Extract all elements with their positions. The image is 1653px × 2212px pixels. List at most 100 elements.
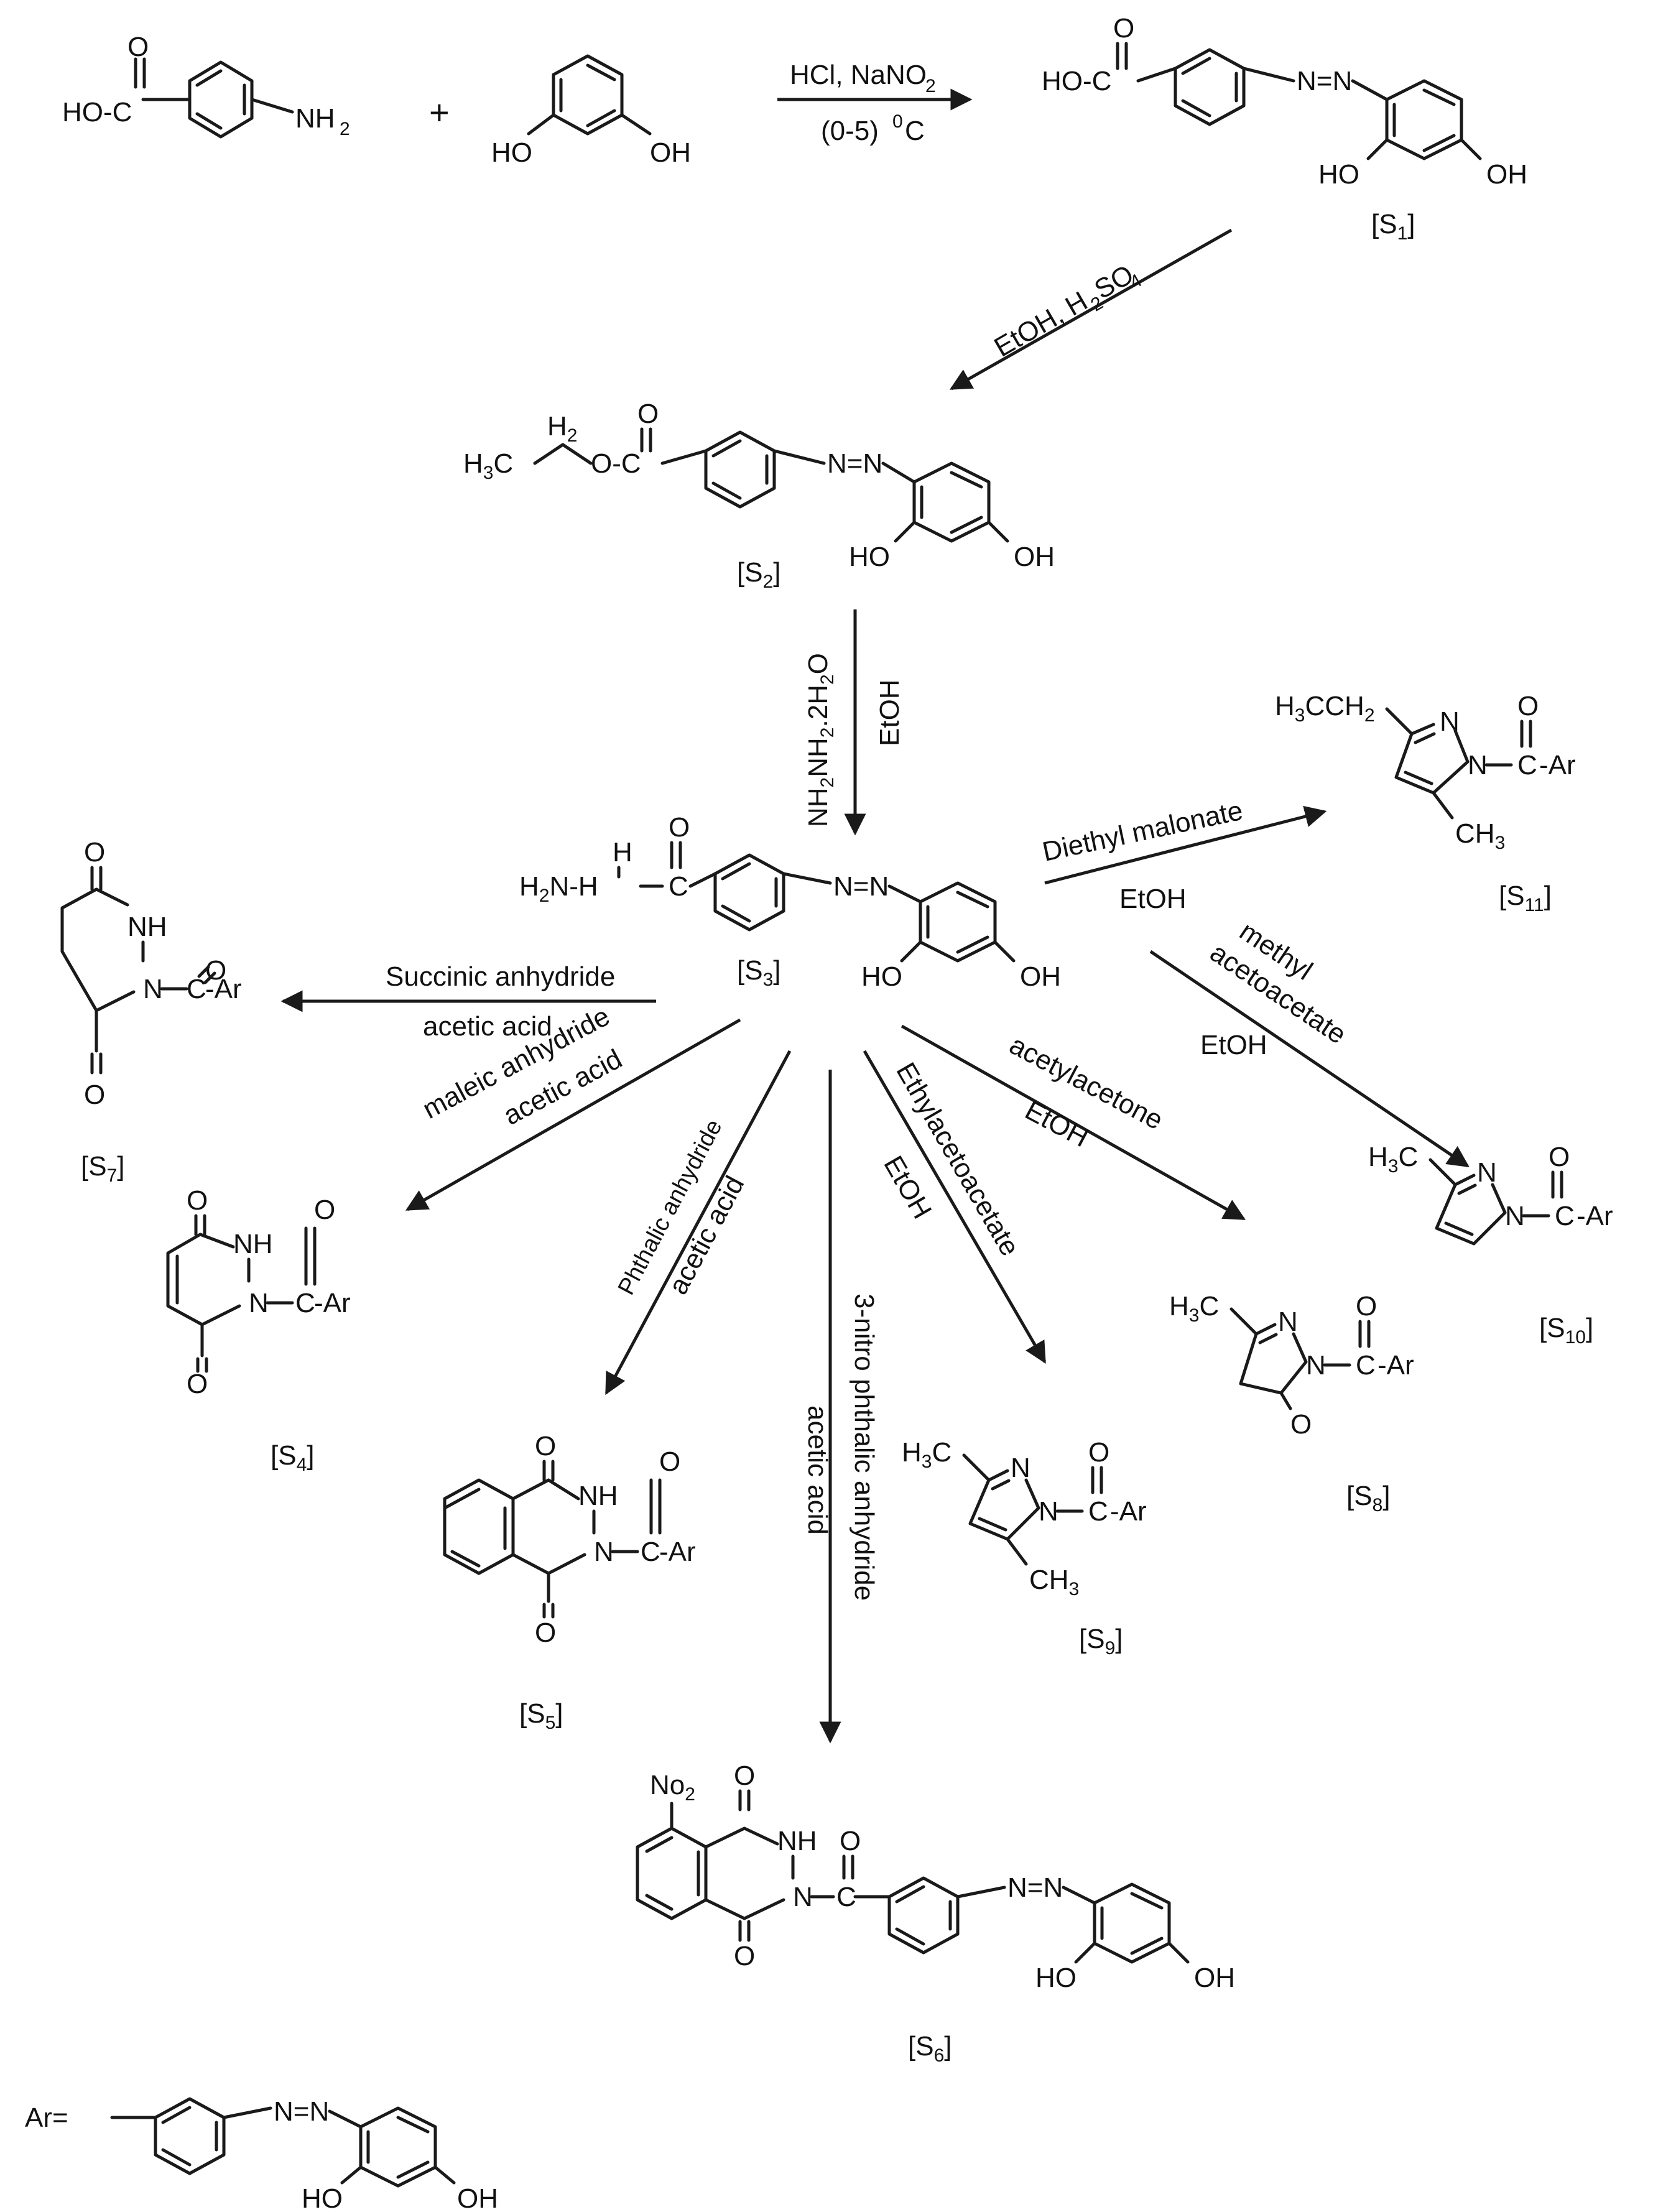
ar-definition: Ar= N=N HO OH	[25, 2096, 498, 2212]
s3-label: [S3]	[737, 955, 781, 990]
s3-etoh-group: EtOH	[874, 679, 905, 746]
ar-azo: N=N	[274, 2096, 329, 2127]
s2-h2: H2	[547, 411, 577, 446]
s6-acid-group: acetic acid	[802, 1405, 833, 1535]
s5-n: N	[594, 1537, 614, 1567]
s7-n: N	[143, 974, 163, 1004]
s1-reagent: HCl, NaNO	[790, 60, 927, 90]
s4-label: [S4]	[271, 1440, 315, 1475]
s3-etoh: EtOH	[874, 679, 905, 746]
s2-reagent: EtOH, H	[989, 285, 1093, 363]
s4-o-bottom: O	[187, 1369, 208, 1399]
compound-s3: H2N-H H C O N=N HO OH [S3]	[519, 812, 1061, 992]
s3-c: C	[669, 871, 688, 902]
ho-left: HO	[491, 137, 532, 168]
s2-carbonyl-o: O	[637, 399, 659, 429]
s10-n2: N	[1505, 1201, 1525, 1231]
s10-label: [S10]	[1539, 1313, 1593, 1348]
s6-azo: N=N	[1007, 1872, 1063, 1903]
amine-label: NH	[295, 103, 335, 134]
s3-h2n: H2N-H	[519, 871, 598, 906]
s1-oh: OH	[1486, 159, 1527, 190]
s1-temp: (0-5)	[821, 116, 879, 146]
s7-o-bottom: O	[84, 1080, 105, 1110]
s6-oh: OH	[1194, 1963, 1235, 1993]
s1-label: [S1]	[1371, 209, 1415, 244]
s7-reagent: Succinic anhydride	[386, 961, 615, 992]
s1-reagent-sub: 2	[925, 76, 936, 96]
arrow-to-s4	[405, 1018, 741, 1211]
arrow-to-s9	[863, 1050, 1047, 1364]
s10-ar: -Ar	[1577, 1201, 1613, 1231]
s1-deg: 0	[892, 111, 903, 132]
s9-n2: N	[1039, 1496, 1058, 1527]
oh-right: OH	[650, 137, 691, 168]
s6-no2: No2	[650, 1770, 695, 1805]
s9-conditions: Ethylacetoacetate	[890, 1058, 1025, 1261]
s6-c: C	[836, 1882, 856, 1912]
compound-s6: No2 O NH N O C O N=N HO OH [S6]	[636, 1761, 1235, 2066]
s11-ar: -Ar	[1539, 750, 1576, 780]
s6-o-bottom: O	[734, 1941, 755, 1971]
compound-s1: HO-C O N=N HO OH [S1]	[1042, 13, 1527, 244]
compound-s10: H3C N N C O -Ar [S10]	[1368, 1142, 1613, 1348]
s6-nh: NH	[777, 1826, 817, 1856]
compound-s11: H3CCH2 N N CH3 C O -Ar [S11]	[1275, 691, 1576, 915]
compound-s9: H3C N N CH3 C O -Ar [S9]	[902, 1437, 1147, 1659]
s9-ar: -Ar	[1110, 1496, 1147, 1527]
s8-etoh-group: EtOH	[1020, 1095, 1093, 1154]
s5-label: [S5]	[519, 1698, 563, 1733]
ar-ho: HO	[302, 2183, 343, 2212]
s6-acid: acetic acid	[802, 1405, 833, 1535]
arrow-to-s5	[604, 1050, 792, 1395]
s8-label: [S8]	[1346, 1481, 1391, 1516]
s7-nh: NH	[127, 912, 167, 942]
s9-label: [S9]	[1079, 1624, 1123, 1659]
s5-ar: -Ar	[659, 1537, 696, 1567]
compound-s7: O NH N O C O -Ar [S7]	[60, 837, 242, 1186]
compound-s2: H3C H2 O-C O N=N HO OH [S2]	[463, 399, 1055, 592]
s10-conditions: methyl acetoacetate	[1205, 916, 1351, 1050]
s7-ar: -Ar	[205, 974, 242, 1004]
s4-o-top: O	[187, 1185, 208, 1216]
s6-o: O	[840, 1826, 861, 1856]
s11-c: C	[1517, 750, 1537, 780]
compound-s5: O NH N O C O -Ar [S5]	[443, 1431, 696, 1733]
s9-o: O	[1088, 1437, 1109, 1468]
s9-h3c: H3C	[902, 1437, 952, 1472]
plus-sign: +	[429, 93, 450, 132]
s8-n2: N	[1306, 1350, 1326, 1381]
s3-azo: N=N	[833, 871, 889, 902]
s11-ethyl: H3CCH2	[1275, 691, 1375, 726]
s4-n: N	[249, 1288, 269, 1318]
s4-ar: -Ar	[314, 1288, 351, 1318]
s2-oh: OH	[1014, 542, 1055, 572]
s11-n2: N	[1468, 750, 1488, 780]
s10-n1: N	[1477, 1157, 1497, 1188]
s6-reagent: 3-nitro phthalic anhydride	[849, 1293, 879, 1601]
s10-etoh: EtOH	[1200, 1030, 1267, 1060]
s5-nh: NH	[578, 1481, 618, 1511]
s11-etoh: EtOH	[1119, 884, 1187, 914]
s4-nh: NH	[233, 1229, 273, 1259]
s7-label: [S7]	[81, 1151, 125, 1186]
s7-acid: acetic acid	[423, 1011, 552, 1042]
s7-c: C	[187, 974, 206, 1004]
s8-ar: -Ar	[1378, 1350, 1414, 1381]
s3-ho: HO	[861, 961, 902, 992]
s2-ho: HO	[849, 542, 890, 572]
s9-reagent: Ethylacetoacetate	[890, 1058, 1025, 1261]
s6-o-top: O	[734, 1761, 755, 1791]
s11-label: [S11]	[1499, 881, 1552, 915]
carboxyl-label: HO-C	[62, 97, 132, 127]
s8-c: C	[1356, 1350, 1376, 1381]
s8-o-ring: O	[1290, 1409, 1312, 1440]
arrow-s1-to-s2	[949, 228, 1233, 391]
s7-o-top: O	[84, 837, 105, 868]
ar-equals: Ar=	[25, 2103, 68, 2133]
arrow-to-s11	[1044, 805, 1327, 885]
s9-n1: N	[1011, 1453, 1030, 1483]
s10-h3c: H3C	[1368, 1142, 1418, 1177]
